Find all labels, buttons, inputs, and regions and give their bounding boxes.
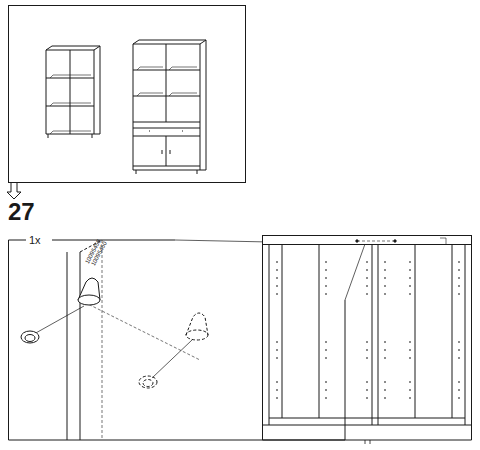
- shelf-unit: [46, 46, 100, 138]
- step-number: 27: [8, 200, 35, 224]
- cabinet-frame: [263, 236, 472, 445]
- step-arrow: [7, 183, 21, 199]
- cam-plug-hidden: [139, 313, 208, 388]
- shelf-holes: [276, 262, 460, 398]
- overview-frame: [9, 6, 246, 183]
- cabinet-with-shelves: [133, 40, 206, 174]
- cam-plug: [21, 278, 100, 343]
- detail-callout: [9, 240, 366, 440]
- quantity-label: 1x: [29, 235, 41, 246]
